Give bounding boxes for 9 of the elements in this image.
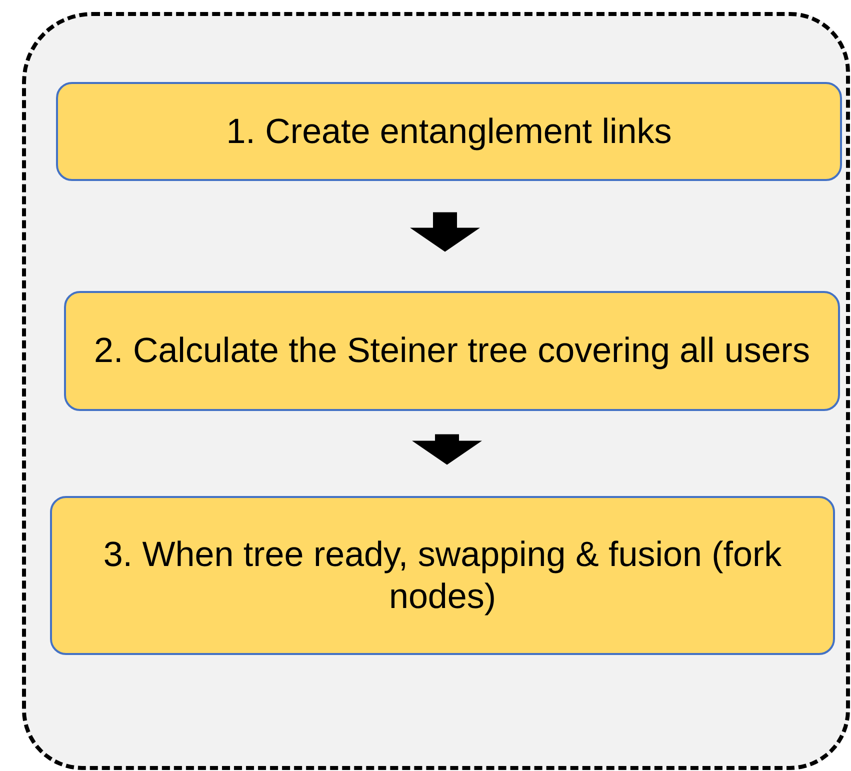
block-arrow [412, 434, 482, 465]
step-text: 2. Calculate the Steiner tree covering all users [94, 330, 810, 372]
process-box [56, 82, 842, 181]
step-text: 1. Create entanglement links [226, 110, 672, 152]
block-arrow [410, 212, 480, 252]
process-box [64, 291, 840, 411]
process-box [50, 496, 835, 655]
dashed-container [22, 12, 850, 770]
step-text: 3. When tree ready, swapping & fusion (fork nodes) [102, 534, 783, 618]
